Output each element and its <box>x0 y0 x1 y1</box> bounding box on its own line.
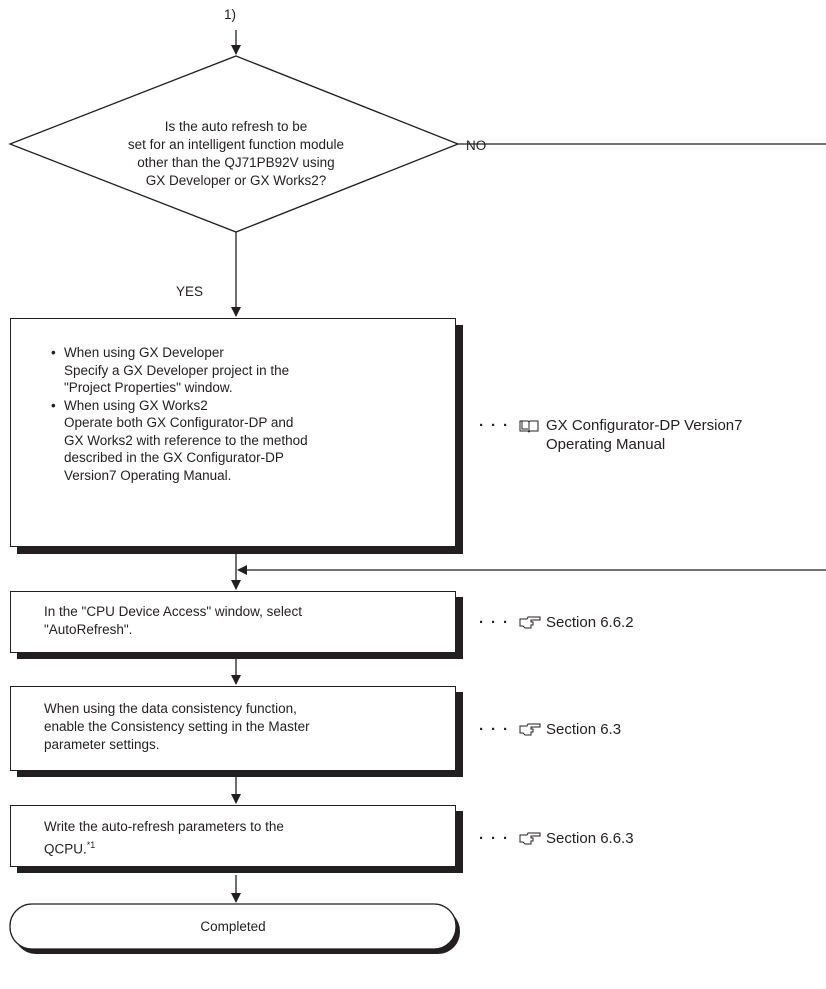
reference-text: GX Configurator-DP Version7 Operating Ma… <box>546 416 743 454</box>
step-consistency-reference: ··· Section 6.3 <box>479 721 621 738</box>
step-line: QCPU. <box>44 841 87 857</box>
step-write-box: Write the auto-refresh parameters to the… <box>10 805 456 867</box>
list-item: When using GX Works2 Operate both GX Con… <box>51 397 308 485</box>
footnote-marker: *1 <box>86 840 96 850</box>
step-project-reference: ··· GX Configurator-DP Version7 Operatin… <box>479 416 743 454</box>
step-write-text: Write the auto-refresh parameters to the… <box>44 818 284 859</box>
step-consistency-box: When using the data consistency function… <box>10 686 456 771</box>
decision-line: GX Developer or GX Works2? <box>145 173 327 188</box>
reference-text: Section 6.6.2 <box>546 614 634 631</box>
step-project-list: When using GX Developer Specify a GX Dev… <box>51 344 308 484</box>
leader-dots: ··· <box>479 417 515 434</box>
decision-line: Is the auto refresh to be <box>164 119 308 134</box>
step-line: When using the data consistency function… <box>44 701 297 716</box>
no-label: NO <box>466 138 487 153</box>
step-line: In the "CPU Device Access" window, selec… <box>44 604 302 619</box>
step-cpu-access-reference: ··· Section 6.6.2 <box>479 614 634 631</box>
list-item-line: Specify a GX Developer project in the <box>64 362 290 378</box>
reference-text: Section 6.6.3 <box>546 830 634 847</box>
terminal-label: Completed <box>200 919 266 934</box>
step-write-reference: ··· Section 6.6.3 <box>479 830 634 847</box>
decision-question: Is the auto refresh to be set for an int… <box>120 118 352 190</box>
pointing-hand-icon <box>519 832 541 846</box>
connector-label: 1) <box>224 7 237 22</box>
list-item-line: Version7 Operating Manual. <box>64 467 232 483</box>
terminal-shape <box>9 903 457 950</box>
list-item-line: GX Works2 with reference to the method <box>64 432 308 448</box>
list-item-line: Operate both GX Configurator-DP and <box>64 415 294 430</box>
leader-dots: ··· <box>479 614 515 631</box>
step-line: enable the Consistency setting in the Ma… <box>44 719 310 734</box>
step-line: "AutoRefresh". <box>44 622 133 637</box>
list-item: When using GX Developer Specify a GX Dev… <box>51 344 308 397</box>
step-cpu-access-box: In the "CPU Device Access" window, selec… <box>10 591 456 653</box>
decision-line: other than the QJ71PB92V using <box>137 155 335 170</box>
reference-line: Operating Manual <box>546 436 666 453</box>
step-project-box: When using GX Developer Specify a GX Dev… <box>10 318 456 547</box>
pointing-hand-icon <box>519 616 541 630</box>
decision-line: set for an intelligent function module <box>127 137 345 152</box>
list-item-head: When using GX Developer <box>64 345 224 360</box>
leader-dots: ··· <box>479 721 515 738</box>
leader-dots: ··· <box>479 830 515 847</box>
yes-label: YES <box>176 284 204 299</box>
step-cpu-access-text: In the "CPU Device Access" window, selec… <box>44 603 302 639</box>
list-item-line: "Project Properties" window. <box>64 380 233 395</box>
step-line-with-footnote: QCPU.*1 <box>44 836 284 859</box>
step-consistency-text: When using the data consistency function… <box>44 700 310 754</box>
step-line: Write the auto-refresh parameters to the <box>44 819 284 834</box>
reference-text: Section 6.3 <box>546 721 622 738</box>
list-item-head: When using GX Works2 <box>64 397 208 413</box>
step-line: parameter settings. <box>44 737 160 752</box>
list-item-line: described in the GX Configurator-DP <box>64 450 284 465</box>
manual-book-icon <box>519 419 539 433</box>
reference-line: GX Configurator-DP Version7 <box>546 417 743 434</box>
pointing-hand-icon <box>519 723 541 737</box>
